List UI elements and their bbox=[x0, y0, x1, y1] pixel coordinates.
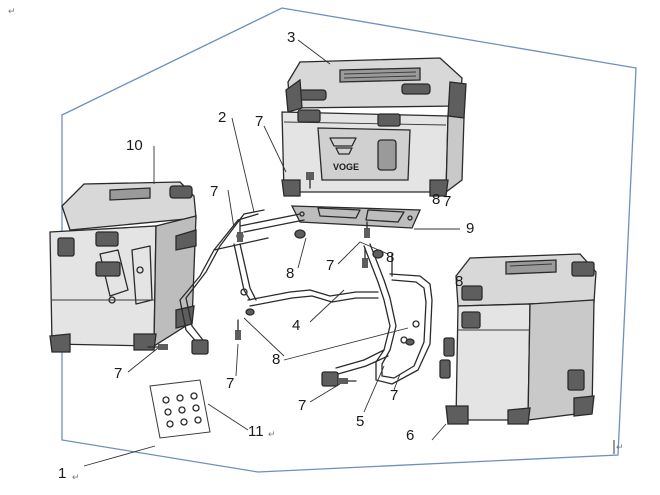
right-pannier bbox=[439, 253, 597, 425]
callout-9: 9 bbox=[466, 220, 474, 237]
callout-1: 1 bbox=[58, 465, 66, 482]
paragraph-mark: ↵ bbox=[616, 442, 624, 452]
callout-8: 8 bbox=[272, 351, 280, 368]
top-mounting-plate bbox=[290, 205, 421, 229]
callout-5: 5 bbox=[356, 413, 364, 430]
top-case: VOGE bbox=[281, 57, 467, 197]
callout-7: 7 bbox=[390, 387, 398, 404]
callout-7: 7 bbox=[298, 397, 306, 414]
callout-2: 2 bbox=[218, 109, 226, 126]
callout-7: 7 bbox=[443, 193, 451, 210]
left-side-frame bbox=[179, 209, 305, 355]
paragraph-mark: ↵ bbox=[8, 6, 16, 16]
nut bbox=[294, 229, 306, 239]
callout-8: 8 bbox=[386, 249, 394, 266]
paragraph-mark: ↵ bbox=[268, 429, 276, 439]
callout-8: 8 bbox=[286, 265, 294, 282]
callout-10: 10 bbox=[126, 137, 143, 154]
callout-7: 7 bbox=[226, 375, 234, 392]
callout-11: 11 bbox=[248, 423, 264, 440]
callout-4: 4 bbox=[292, 317, 300, 334]
assembly-boundary bbox=[61, 7, 637, 473]
bolt bbox=[235, 319, 241, 340]
bolt bbox=[147, 344, 168, 350]
bolt bbox=[338, 378, 357, 384]
cross-rail bbox=[213, 237, 379, 307]
callout-6: 6 bbox=[406, 427, 414, 444]
bolt bbox=[364, 221, 370, 238]
nut bbox=[405, 338, 415, 346]
callout-7: 7 bbox=[114, 365, 122, 382]
voge-logo-text: VOGE bbox=[333, 162, 359, 172]
right-side-frame bbox=[321, 243, 433, 387]
bolt-set bbox=[147, 172, 415, 384]
leader-lines bbox=[83, 39, 460, 467]
paragraph-marks: ↵ ↵ ↵ ↵ bbox=[8, 6, 624, 482]
hardware-kit bbox=[149, 379, 211, 439]
callout-labels: 1 2 3 4 5 6 7 7 7 7 7 7 7 7 8 8 8 8 8 9 … bbox=[58, 29, 474, 482]
bolt bbox=[237, 219, 243, 242]
callout-7: 7 bbox=[210, 183, 218, 200]
paragraph-mark: ↵ bbox=[72, 472, 80, 482]
left-pannier bbox=[49, 181, 197, 353]
callout-7: 7 bbox=[255, 113, 263, 130]
callout-8: 8 bbox=[455, 273, 463, 290]
nut bbox=[245, 308, 255, 316]
callout-8: 8 bbox=[432, 191, 440, 208]
bolt bbox=[362, 247, 368, 268]
callout-7: 7 bbox=[326, 257, 334, 274]
bolt bbox=[306, 172, 314, 189]
callout-3: 3 bbox=[287, 29, 295, 46]
